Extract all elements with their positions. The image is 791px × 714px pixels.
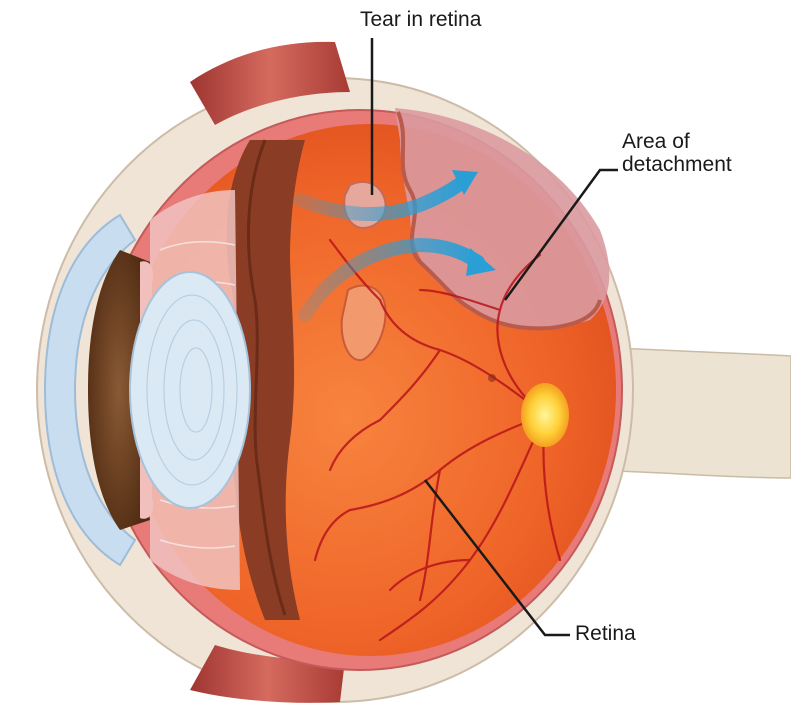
tear-hole [344,182,385,228]
lens [130,272,250,508]
label-area-of-detachment: Area of detachment [622,130,732,176]
optic-disc [521,383,569,447]
label-detachment-line2: detachment [622,153,732,176]
label-retina: Retina [575,622,636,645]
label-tear-in-retina: Tear in retina [360,8,481,31]
label-detachment-line1: Area of [622,130,732,153]
